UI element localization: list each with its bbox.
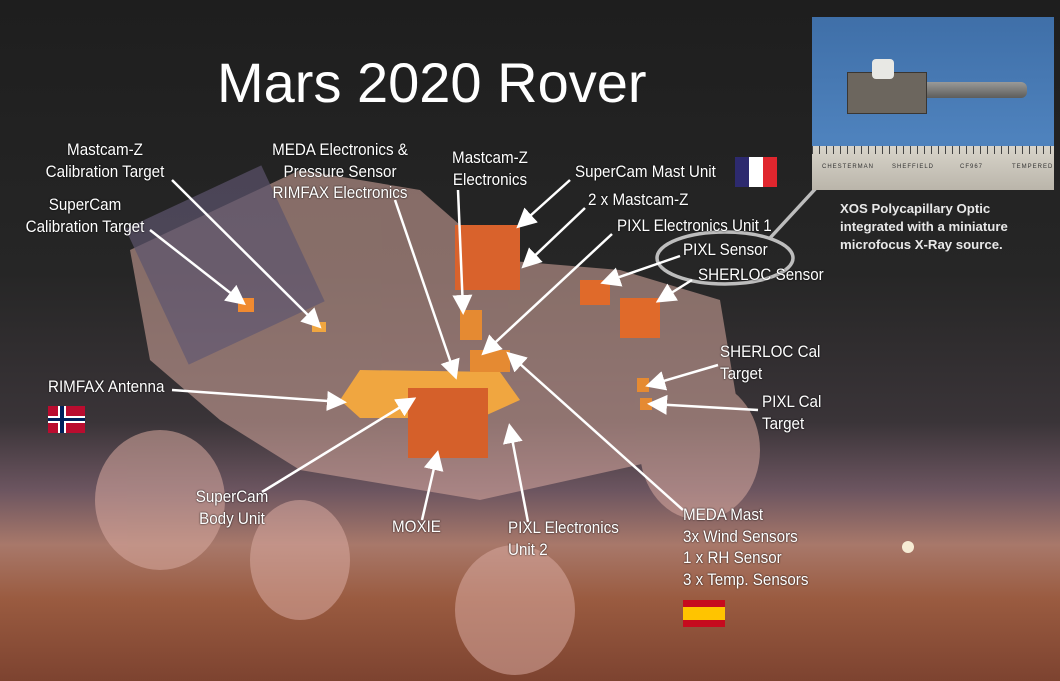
label-line: SuperCam [195,488,269,506]
label-pixl-sensor: PIXL Sensor [683,241,768,259]
ruler: CHESTERMAN SHEFFIELD CF967 TEMPERED [812,146,1054,190]
caption-line: integrated with a miniature [840,219,1008,234]
label-line: Mastcam-Z [452,149,528,167]
france-flag [735,157,777,187]
label-line: PIXL Cal [762,393,822,411]
ruler-text: CF967 [960,164,984,170]
label-moxie: MOXIE [392,518,441,536]
label-line: Electronics [452,170,528,189]
label-pixl-eu1: PIXL Electronics Unit 1 [617,217,772,235]
label-supercam-mast-unit: SuperCam Mast Unit [575,163,716,181]
label-meda-mast: MEDA Mast 3x Wind Sensors 1 x RH Sensor … [683,505,808,591]
label-mastcam-cal-target: Mastcam-Z Calibration Target [36,140,174,183]
ruler-text: TEMPERED [1012,164,1054,170]
label-line: MEDA Electronics & [272,141,408,159]
label-pixl-eu2: PIXL Electronics Unit 2 [508,518,619,561]
spain-flag [683,600,725,627]
label-line: RIMFAX Electronics [272,184,408,202]
label-line: 3 x Temp. Sensors [683,570,809,589]
ruler-text: CHESTERMAN [822,164,875,170]
ruler-text: SHEFFIELD [892,164,935,170]
label-line: Calibration Target [45,162,165,181]
label-rimfax-antenna: RIMFAX Antenna [48,378,165,396]
label-line: PIXL Electronics [508,519,619,537]
xos-optic-photo: CHESTERMAN SHEFFIELD CF967 TEMPERED [812,17,1054,190]
label-line: 3x Wind Sensors [683,527,798,546]
label-line: 1 x RH Sensor [683,549,782,567]
label-line: MEDA Mast [683,506,764,524]
inset-caption: XOS Polycapillary Optic integrated with … [840,200,1008,254]
label-line: Pressure Sensor [283,162,397,181]
label-sherloc-cal: SHERLOC Cal Target [720,342,820,385]
label-line: Target [762,414,805,433]
norway-flag [48,406,85,433]
label-line: Mastcam-Z [67,141,143,159]
label-line: SuperCam [48,196,122,214]
label-supercam-cal-target: SuperCam Calibration Target [16,195,154,238]
label-supercam-body: SuperCam Body Unit [186,487,278,530]
label-line: SHERLOC Cal [720,343,821,361]
label-sherloc-sensor: SHERLOC Sensor [698,266,824,284]
label-meda-electronics: MEDA Electronics & Pressure Sensor RIMFA… [262,140,418,205]
label-line: Body Unit [199,509,265,528]
label-mastcam-electronics: Mastcam-Z Electronics [444,148,536,191]
label-line: Target [720,364,763,383]
label-2x-mastcam: 2 x Mastcam-Z [588,191,689,209]
label-line: Unit 2 [508,540,548,559]
caption-line: XOS Polycapillary Optic [840,201,991,216]
caption-line: microfocus X-Ray source. [840,237,1003,252]
label-line: Calibration Target [25,217,145,236]
page-title: Mars 2020 Rover [217,51,647,114]
label-pixl-cal: PIXL Cal Target [762,392,821,435]
